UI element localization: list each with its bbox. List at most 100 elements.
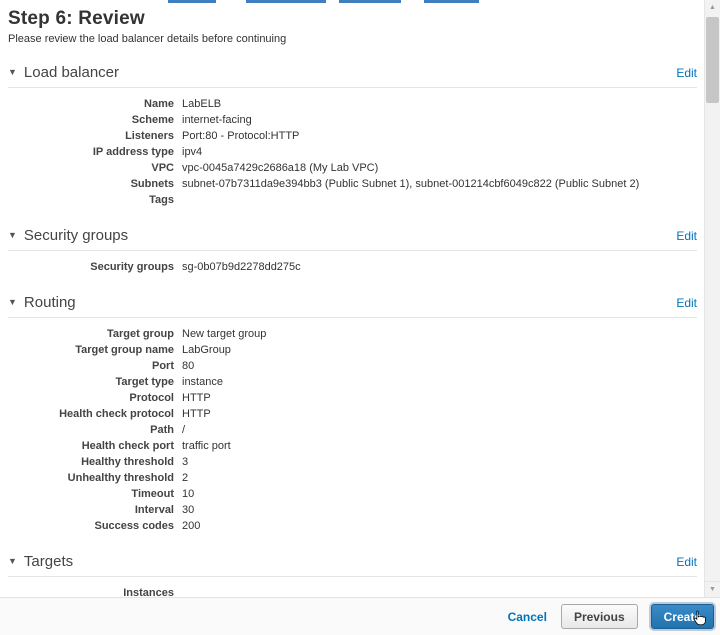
field-label: Target group name [75,344,174,356]
footer-bar: Cancel Previous Create [0,597,720,635]
scrollbar-thumb[interactable] [706,17,719,103]
page-title: Step 6: Review [8,8,145,29]
field-row: Port 80 [8,358,697,374]
step-tab-fragment[interactable] [168,0,216,3]
field-label: IP address type [92,146,174,158]
field-label: Success codes [94,520,175,532]
section-header: ▼ Routing Edit [8,294,697,318]
field-value: LabELB [182,98,222,110]
field-label: Subnets [130,178,174,190]
field-value: 30 [182,504,195,516]
field-value: subnet-07b7311da9e394bb3 (Public Subnet … [182,178,640,190]
section-title: Load balancer [23,64,119,81]
section-title: Routing [23,294,76,311]
step-tab-fragment[interactable] [339,0,401,3]
step-tab-fragment[interactable] [246,0,326,3]
field-label: Target type [115,376,174,388]
field-value: ipv4 [182,146,203,158]
page-subtitle: Please review the load balancer details … [8,33,287,45]
collapse-triangle-icon[interactable]: ▼ [8,556,17,566]
edit-link[interactable]: Edit [676,228,697,243]
edit-link[interactable]: Edit [676,295,697,310]
collapse-triangle-icon[interactable]: ▼ [8,67,17,77]
field-label: Path [150,424,174,436]
field-row: VPC vpc-0045a7429c2686a18 (My Lab VPC) [8,160,697,176]
field-row: Tags [8,192,697,208]
field-value: / [182,424,186,436]
step-tab-fragment[interactable] [424,0,479,3]
scroll-down-icon[interactable]: ▼ [705,581,720,597]
field-value: HTTP [182,392,211,404]
field-value: internet-facing [182,114,252,126]
edit-link[interactable]: Edit [676,65,697,80]
field-label: Tags [149,194,174,206]
field-label: Interval [134,504,174,516]
field-row: Health check protocol HTTP [8,406,697,422]
scroll-up-icon[interactable]: ▲ [705,0,720,16]
field-label: Timeout [131,488,174,500]
field-label: Health check port [81,440,174,452]
field-row: Path / [8,422,697,438]
field-value: 3 [182,456,189,468]
section-title: Targets [23,553,74,570]
create-button[interactable]: Create [650,604,714,629]
field-label: Instances [123,587,174,597]
field-label: Protocol [129,392,174,404]
field-value: traffic port [182,440,231,452]
field-row: Subnets subnet-07b7311da9e394bb3 (Public … [8,176,697,192]
field-value: vpc-0045a7429c2686a18 (My Lab VPC) [182,162,379,174]
previous-button[interactable]: Previous [560,604,638,629]
edit-link[interactable]: Edit [676,554,697,569]
field-label: Healthy threshold [81,456,174,468]
field-row: Target group name LabGroup [8,342,697,358]
field-row: Healthy threshold 3 [8,454,697,470]
field-row: Target type instance [8,374,697,390]
field-value: 2 [182,472,189,484]
field-label: Listeners [125,130,174,142]
collapse-triangle-icon[interactable]: ▼ [8,230,17,240]
review-content: Step 6: Review Please review the load ba… [8,8,697,597]
section-rows: Instances [8,585,697,597]
vertical-scrollbar[interactable]: ▲ ▼ [704,0,720,597]
section-header: ▼ Load balancer Edit [8,64,697,88]
field-label: Security groups [90,261,174,273]
section-title: Security groups [23,227,129,244]
field-label: Name [144,98,174,110]
field-label: Health check protocol [59,408,174,420]
field-value: 10 [182,488,195,500]
cancel-button[interactable]: Cancel [507,609,547,624]
field-row: IP address type ipv4 [8,144,697,160]
field-row: Health check port traffic port [8,438,697,454]
field-value: HTTP [182,408,211,420]
field-row: Name LabELB [8,96,697,112]
field-value: New target group [182,328,267,340]
field-label: Port [152,360,174,372]
field-row: Target group New target group [8,326,697,342]
section-header: ▼ Targets Edit [8,553,697,577]
field-label: Target group [106,328,174,340]
field-row: Instances [8,585,697,597]
collapse-triangle-icon[interactable]: ▼ [8,297,17,307]
field-value: 80 [182,360,195,372]
field-value: Port:80 - Protocol:HTTP [182,130,300,142]
field-value: LabGroup [182,344,231,356]
field-row: Timeout 10 [8,486,697,502]
field-row: Listeners Port:80 - Protocol:HTTP [8,128,697,144]
field-value: 200 [182,520,201,532]
field-row: Protocol HTTP [8,390,697,406]
field-value: instance [182,376,223,388]
field-label: VPC [151,162,174,174]
section-header: ▼ Security groups Edit [8,227,697,251]
field-row: Success codes 200 [8,518,697,534]
